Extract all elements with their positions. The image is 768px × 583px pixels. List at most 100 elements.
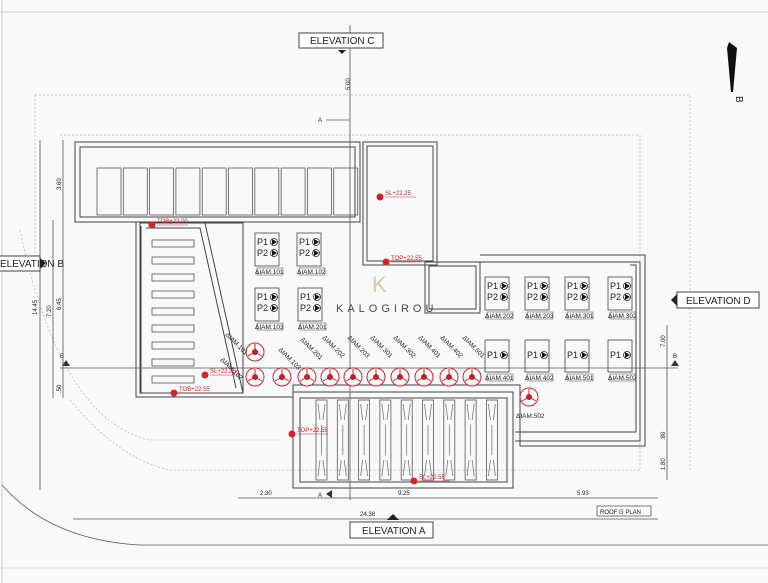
solar-collector bbox=[379, 399, 392, 481]
elevation-d-tag[interactable]: ELEVATION D bbox=[671, 291, 760, 309]
roof-fan[interactable]: ΔIAM.201 bbox=[297, 336, 324, 387]
pump-arrow-icon bbox=[272, 239, 277, 245]
level-label: TOB+23.00 bbox=[157, 219, 188, 225]
pump-label: P1 bbox=[257, 292, 268, 302]
fan-hub-icon bbox=[279, 374, 285, 380]
level-marker: TOB+23.00 bbox=[148, 219, 188, 229]
dim-top: 5.00 bbox=[346, 78, 352, 90]
solar-collector bbox=[358, 399, 371, 481]
roof-fan[interactable]: ΔIAM.101 bbox=[224, 331, 265, 362]
fan-hub-icon bbox=[526, 394, 532, 400]
roof-outline-inner bbox=[140, 226, 641, 442]
fan-label: ΔIAM.201 bbox=[299, 336, 324, 361]
fan-hub-icon bbox=[304, 374, 310, 380]
collector-area-inner bbox=[299, 397, 508, 483]
roof-fan[interactable]: ΔIAM.301 bbox=[366, 334, 394, 387]
roof-fan[interactable]: ΔIAM.401 bbox=[414, 334, 442, 387]
apt-tag-box bbox=[609, 311, 637, 320]
apt-tag-box bbox=[299, 322, 327, 331]
roof-fan[interactable]: ΔIAM.402 bbox=[439, 334, 464, 387]
pump-unit-box bbox=[524, 276, 550, 311]
pump-label: P1 bbox=[610, 281, 621, 291]
level-marker: SL+22.25 bbox=[376, 191, 416, 201]
level-label: SL+22.25 bbox=[385, 191, 412, 197]
solar-panel-row bbox=[96, 167, 359, 216]
apt-label: ΔIAM.501 bbox=[565, 375, 594, 382]
stair-tread bbox=[151, 307, 195, 316]
apt-label: ΔIAM.302 bbox=[608, 313, 637, 320]
elevation-b-label: ELEVATION B bbox=[0, 259, 64, 270]
elevation-d-label: ELEVATION D bbox=[686, 296, 751, 307]
pump-arrow-icon bbox=[272, 250, 277, 256]
roof-fan[interactable]: ΔIAM.202 bbox=[320, 334, 346, 387]
pump-arrow-icon bbox=[582, 352, 587, 358]
elevation-a-tag[interactable]: ELEVATION A bbox=[349, 514, 434, 539]
section-arrow-a bbox=[326, 490, 332, 498]
solar-collector bbox=[315, 399, 328, 481]
roof-fan[interactable]: ΔIAM.502 bbox=[516, 387, 545, 420]
section-marker-a-bottom: A bbox=[318, 493, 322, 499]
stair-tread bbox=[151, 375, 195, 384]
solar-collector-row bbox=[315, 399, 498, 481]
dim-right-2: .80 bbox=[661, 431, 667, 440]
pump-unit-box bbox=[254, 287, 280, 322]
north-label: B bbox=[733, 96, 744, 103]
apt-label: ΔIAM.201 bbox=[298, 324, 327, 331]
fan-label: ΔIAM.302 bbox=[392, 334, 417, 359]
fan-hub-icon bbox=[252, 349, 258, 355]
roof-fan[interactable]: ΔIAM.103 bbox=[272, 346, 302, 387]
plan-title-box bbox=[596, 505, 652, 517]
collector-pattern bbox=[360, 403, 368, 477]
pump-arrow-icon bbox=[315, 294, 320, 300]
pump-arrow-icon bbox=[582, 294, 587, 300]
apt-tag-box bbox=[298, 267, 326, 276]
solar-panel bbox=[333, 167, 359, 216]
pump-label: P2 bbox=[257, 303, 268, 313]
pump-arrow-icon bbox=[272, 305, 277, 311]
elevation-c-tag[interactable]: ELEVATION C bbox=[298, 32, 384, 54]
pump-arrow-icon bbox=[502, 352, 507, 358]
fan-label: ΔIAM.501 bbox=[461, 334, 486, 359]
north-arrow: B bbox=[727, 42, 744, 103]
dim-left-4: .50 bbox=[57, 384, 63, 393]
level-marker: TOP+22.55 bbox=[288, 428, 328, 438]
solar-collector bbox=[485, 399, 498, 481]
collector-pattern bbox=[445, 403, 454, 477]
setback-line bbox=[69, 399, 640, 471]
dim-bottom-2: 9.25 bbox=[398, 491, 410, 497]
pump-label: P1 bbox=[610, 350, 621, 360]
stair-block-outer bbox=[362, 141, 438, 266]
level-marker: SL+22.35 bbox=[201, 369, 241, 379]
solar-panel bbox=[149, 167, 175, 216]
fan-hub-icon bbox=[446, 374, 452, 380]
section-marker-b-left: B bbox=[60, 354, 64, 360]
elevation-b-tag[interactable]: ELEVATION B bbox=[0, 255, 64, 272]
pump-unit-box bbox=[297, 287, 323, 322]
stair-tread bbox=[151, 273, 195, 282]
pump-unit-box bbox=[564, 339, 590, 373]
apt-tag-box bbox=[256, 322, 284, 331]
pump-unit-box bbox=[296, 232, 322, 267]
solar-collector bbox=[443, 399, 456, 481]
pump-label: P1 bbox=[300, 292, 311, 302]
ramp-inner bbox=[146, 227, 237, 389]
solar-collector bbox=[422, 399, 434, 481]
roof-fan[interactable]: ΔIAM.501 bbox=[461, 334, 486, 387]
ramp-side bbox=[205, 222, 244, 393]
roof-fan[interactable]: ΔIAM.302 bbox=[390, 334, 417, 387]
pump-arrow-icon bbox=[315, 305, 320, 311]
apt-label: ΔIAM.103 bbox=[255, 324, 284, 331]
apt-label: ΔIAM.202 bbox=[485, 313, 514, 320]
